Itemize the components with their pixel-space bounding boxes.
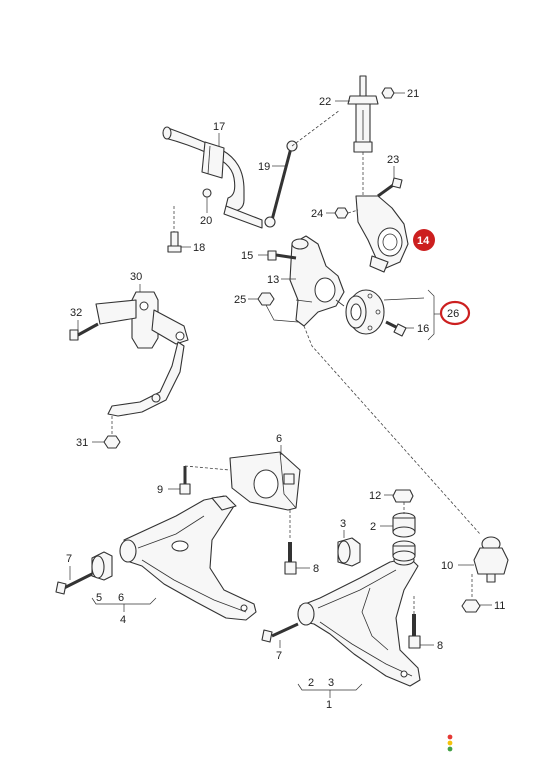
label-3: 3 — [340, 518, 346, 530]
label-5: 5 — [96, 592, 102, 604]
status-dot-red — [447, 734, 453, 740]
label-23: 23 — [387, 154, 399, 166]
label-32: 32 — [70, 307, 82, 319]
bolt-18: 18 — [167, 206, 205, 254]
badge-14-label: 14 — [417, 235, 430, 247]
label-18: 18 — [193, 242, 205, 254]
bracket-4: 5 6 4 — [91, 592, 157, 626]
wishbone-left — [119, 495, 257, 621]
label-7: 7 — [66, 553, 72, 565]
label-1: 1 — [326, 699, 332, 711]
bolt-16: 16 — [385, 320, 429, 337]
level-sensor: 30 — [95, 271, 189, 417]
label-31: 31 — [76, 437, 88, 449]
label-3b: 3 — [328, 677, 334, 689]
label-7b: 7 — [276, 650, 282, 662]
stabilizer-bar — [162, 126, 263, 229]
label-12: 12 — [369, 490, 381, 502]
label-19: 19 — [258, 161, 270, 173]
bolt-9: 9 — [157, 465, 231, 496]
label-2b: 2 — [308, 677, 314, 689]
label-30: 30 — [130, 271, 142, 283]
label-21: 21 — [407, 88, 419, 100]
group-bracket-26 — [427, 289, 435, 341]
steering-knuckle: 13 — [267, 235, 345, 327]
badge-26: 26 — [439, 300, 471, 326]
label-6b: 6 — [118, 592, 124, 604]
label-17: 17 — [213, 121, 225, 133]
nut-25: 25 — [234, 292, 299, 323]
ball-joint: 10 — [441, 536, 509, 598]
label-24: 24 — [311, 208, 323, 220]
label-10: 10 — [441, 560, 453, 572]
badge-26-ring — [439, 300, 471, 326]
bolt-8-lower: 8 — [408, 596, 443, 652]
bolt-15: 15 — [241, 250, 297, 262]
rubber-bush: 6 — [229, 433, 301, 540]
status-dot-green — [447, 746, 453, 752]
bolt-7-right: 7 — [261, 622, 299, 662]
ball-joint-guide — [303, 325, 481, 535]
wheel-hub — [335, 289, 425, 335]
nut-21: 21 — [381, 87, 419, 100]
label-2: 2 — [370, 521, 376, 533]
bolt-23: 23 — [377, 154, 403, 198]
bolt-8-upper: 8 — [284, 542, 319, 575]
callout-17: 17 — [213, 121, 225, 146]
badge-14-disc — [413, 229, 435, 251]
nut-11: 11 — [461, 599, 505, 613]
wheel-bearing-housing — [355, 195, 409, 273]
shock-strut: 22 — [319, 75, 379, 153]
bush-3: 3 — [337, 518, 361, 567]
label-4: 4 — [120, 614, 126, 626]
label-22: 22 — [319, 96, 331, 108]
label-25: 25 — [234, 294, 246, 306]
bush-5 — [91, 551, 113, 581]
nut-31: 31 — [76, 416, 121, 449]
status-dot-yellow — [447, 740, 453, 746]
label-13: 13 — [267, 274, 279, 286]
bush-2: 2 12 — [369, 489, 416, 562]
nut-24: 24 — [311, 207, 359, 220]
label-8: 8 — [313, 563, 319, 575]
bracket-1: 2 3 1 — [297, 677, 363, 711]
label-6: 6 — [276, 433, 282, 445]
label-9: 9 — [157, 484, 163, 496]
label-16: 16 — [417, 323, 429, 335]
label-11: 11 — [494, 600, 505, 612]
label-15: 15 — [241, 250, 253, 262]
status-indicator — [447, 734, 453, 752]
label-8b: 8 — [437, 640, 443, 652]
badge-26-label: 26 — [447, 308, 459, 320]
label-20: 20 — [200, 215, 212, 227]
badge-14: 14 — [413, 229, 435, 251]
coupling-rod-19: 19 — [258, 109, 341, 228]
bolt-7-left: 7 — [55, 553, 93, 595]
nut-20: 20 — [200, 188, 212, 227]
bolt-32: 32 — [69, 307, 99, 341]
